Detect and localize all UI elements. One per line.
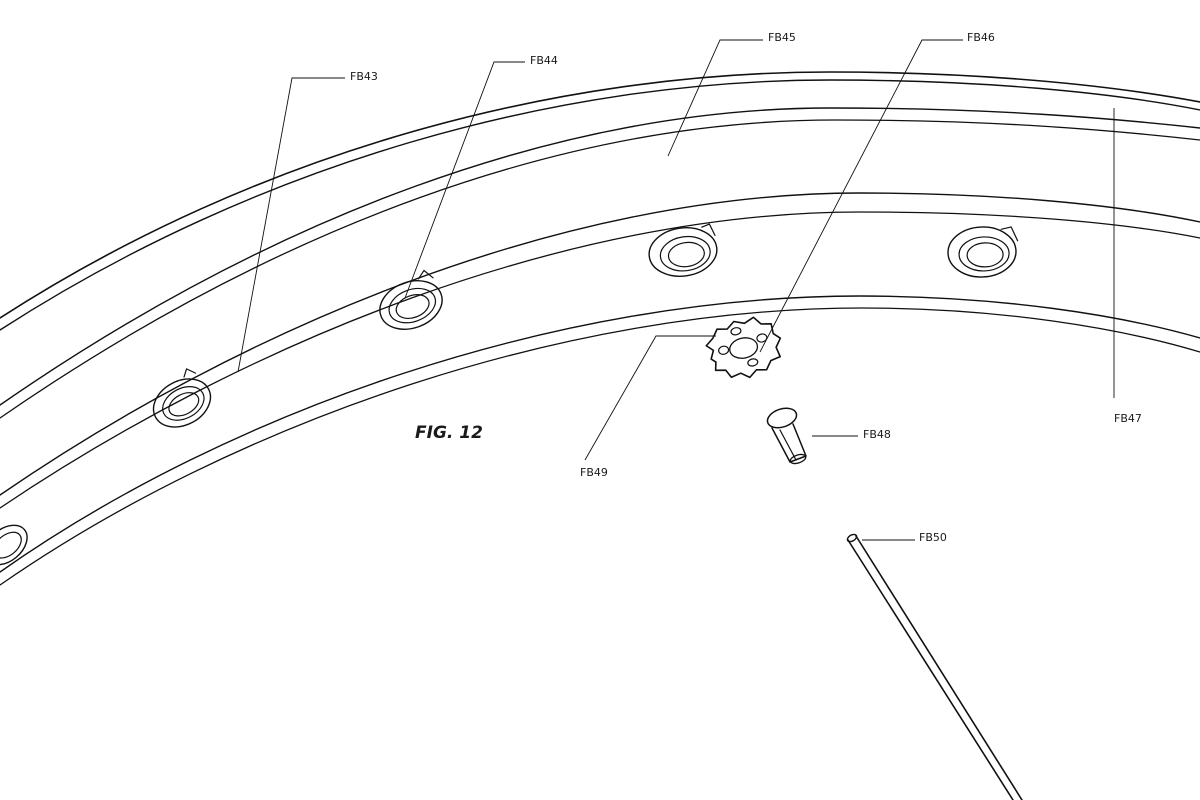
- eyelet-3: [648, 223, 718, 277]
- label-fb50: FB50: [919, 531, 947, 544]
- eyelet-5: [0, 524, 28, 566]
- rim: [0, 71, 1200, 586]
- leader-fb46: [759, 39, 963, 353]
- eyelet-2: [379, 269, 443, 330]
- figure-caption: FIG. 12: [415, 423, 483, 443]
- label-fb44: FB44: [530, 54, 558, 67]
- label-fb48: FB48: [863, 428, 891, 441]
- label-fb47: FB47: [1114, 412, 1142, 425]
- leader-fb45: [667, 39, 763, 157]
- reference-labels: FB43 FB44 FB45 FB46 FB47 FB48 FB49 FB50: [350, 31, 1142, 544]
- label-fb45: FB45: [768, 31, 796, 44]
- label-fb49: FB49: [580, 466, 608, 479]
- leader-fb49: [584, 335, 716, 461]
- washer: [705, 316, 782, 379]
- eyelets: [0, 223, 1019, 566]
- eyelet-4: [947, 226, 1019, 278]
- leader-lines: [237, 39, 1115, 541]
- leader-fb43: [237, 77, 345, 373]
- label-fb46: FB46: [967, 31, 995, 44]
- label-fb43: FB43: [350, 70, 378, 83]
- eyelet-1: [152, 368, 212, 428]
- nipple: [766, 407, 807, 465]
- spoke: [846, 533, 1023, 800]
- leader-fb44: [404, 61, 525, 299]
